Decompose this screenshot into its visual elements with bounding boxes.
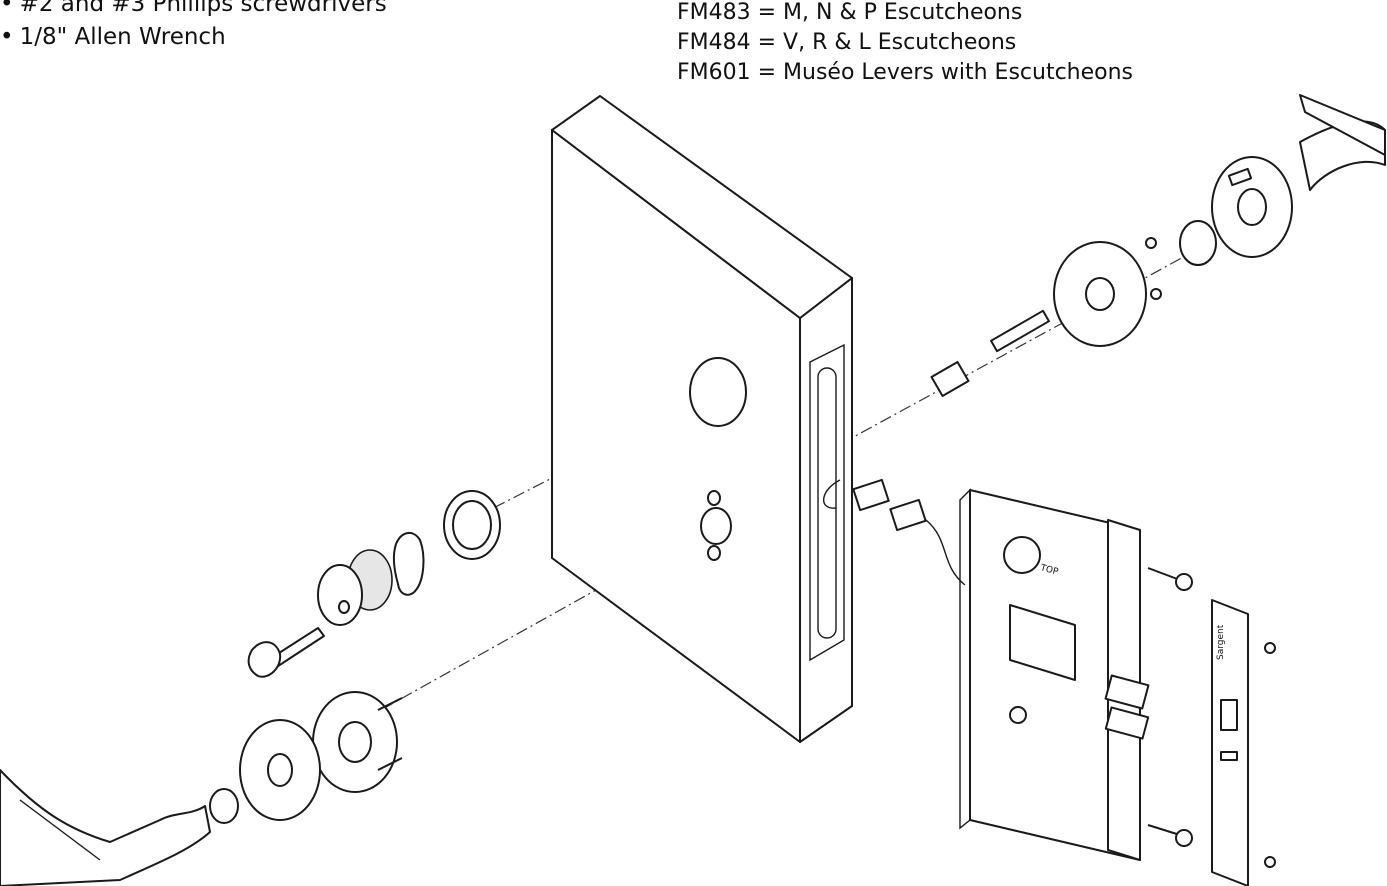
model-fm484: FM484 = V, R & L Escutcheons [677, 30, 1017, 55]
faceplate: Sargent [1211, 599, 1276, 886]
faceplate-brand: Sargent [1216, 624, 1226, 660]
screws [1147, 567, 1193, 847]
tool-item-screwdrivers: •#2 and #3 Phillips screwdrivers [0, 0, 387, 17]
cylinder-assembly [247, 490, 501, 678]
model-fm483: FM483 = M, N & P Escutcheons [677, 0, 1023, 25]
wire-harness [823, 478, 966, 586]
mortise-lock-body: TOP [959, 488, 1150, 861]
inside-trim [0, 691, 403, 886]
models-list: FM483 = M, N & P Escutcheons FM484 = V, … [677, 0, 1133, 88]
outside-trim [930, 94, 1386, 398]
model-fm601: FM601 = Muséo Levers with Escutcheons [677, 60, 1134, 85]
door-block [551, 95, 853, 743]
case-top-label: TOP [1038, 563, 1060, 578]
tool-item-allen-wrench: •1/8" Allen Wrench [0, 24, 226, 50]
tools-list: •#2 and #3 Phillips screwdrivers •1/8" A… [0, 0, 387, 54]
